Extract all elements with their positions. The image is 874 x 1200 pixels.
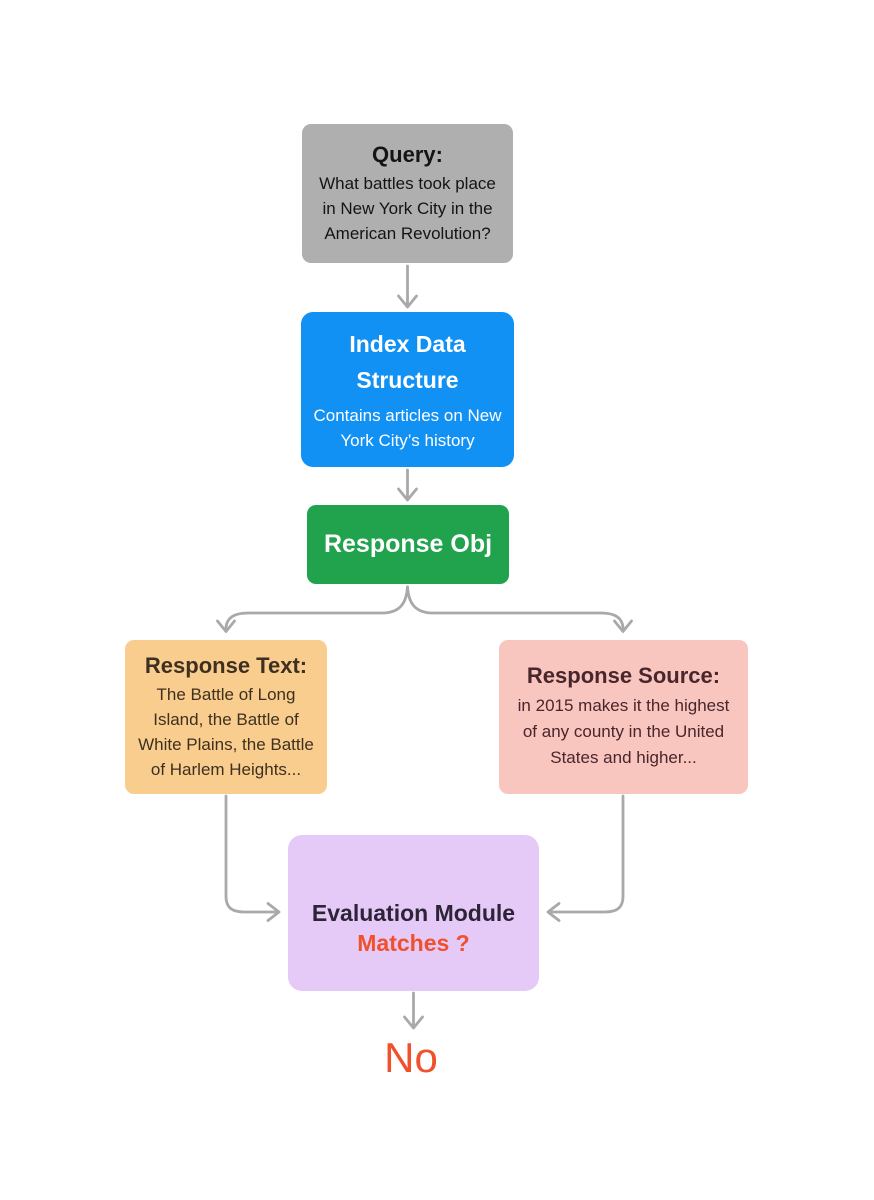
arrow-query-to-index xyxy=(397,264,418,309)
arrow-evaluation-to-result xyxy=(403,991,424,1030)
response-obj-title: Response Obj xyxy=(323,530,493,558)
response-text-body: The Battle of Long Island, the Battle of… xyxy=(138,684,314,779)
index-title: Index Data Structure xyxy=(349,331,466,393)
arrow-response-obj-to-response-source xyxy=(406,585,633,633)
flow-node-response-text: Response Text: The Battle of Long Island… xyxy=(125,640,327,794)
evaluation-title: Evaluation Module xyxy=(311,900,516,926)
arrow-response-obj-to-response-text xyxy=(216,585,409,633)
arrow-index-to-response-obj xyxy=(397,468,418,502)
flow-node-index-data-structure: Index Data Structure Contains articles o… xyxy=(301,312,514,467)
response-text-title: Response Text: xyxy=(144,652,308,678)
arrow-response-source-to-evaluation xyxy=(546,794,625,922)
flow-node-evaluation-module: Evaluation Module Matches ? xyxy=(288,835,539,991)
flow-node-query: Query: What battles took place in New Yo… xyxy=(302,124,513,263)
index-body: Contains articles on New York City’s his… xyxy=(313,406,502,450)
response-source-title: Response Source: xyxy=(526,663,721,688)
evaluation-matches-label: Matches ? xyxy=(357,930,470,956)
query-title: Query: xyxy=(372,141,443,167)
flow-node-response-obj: Response Obj xyxy=(307,505,509,584)
query-body: What battles took place in New York City… xyxy=(319,173,496,243)
flow-node-response-source: Response Source: in 2015 makes it the hi… xyxy=(499,640,748,794)
arrow-response-text-to-evaluation xyxy=(224,794,281,922)
result-no-label: No xyxy=(384,1034,438,1081)
response-source-body: in 2015 makes it the highest of any coun… xyxy=(517,696,730,767)
